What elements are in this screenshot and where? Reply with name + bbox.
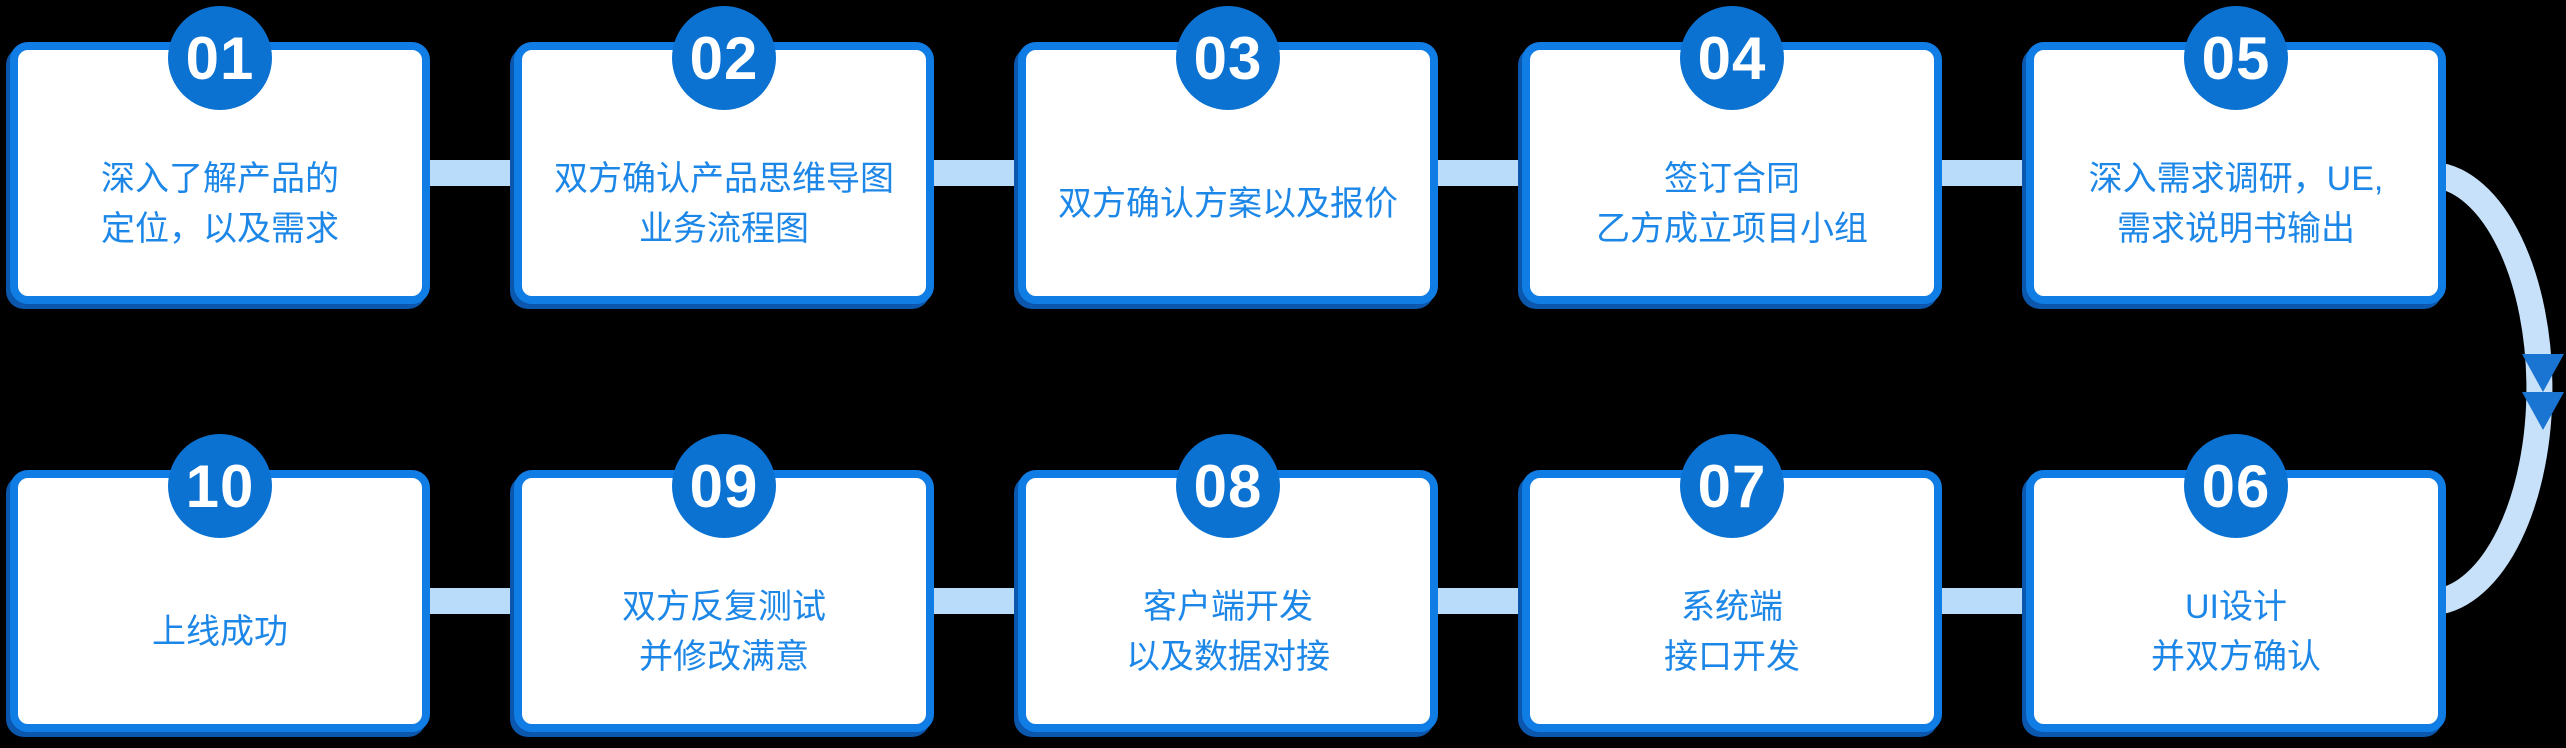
step-card-03: 03 双方确认方案以及报价 xyxy=(1018,6,1438,304)
step-badge: 06 xyxy=(2184,434,2288,538)
step-card-08: 08 客户端开发 以及数据对接 xyxy=(1018,434,1438,732)
step-badge: 04 xyxy=(1680,6,1784,110)
step-card-06: 06 UI设计 并双方确认 xyxy=(2026,434,2446,732)
step-badge: 08 xyxy=(1176,434,1280,538)
connector-step1-step2 xyxy=(420,160,516,186)
connector-step2-step3 xyxy=(924,160,1020,186)
step-label: 双方确认产品思维导图 业务流程图 xyxy=(554,160,894,248)
step-badge: 09 xyxy=(672,434,776,538)
step-card-10: 10 上线成功 xyxy=(10,434,430,732)
step-number: 04 xyxy=(1697,24,1767,92)
step-label: UI设计 并双方确认 xyxy=(2151,588,2321,676)
step-number: 06 xyxy=(2201,452,2271,520)
step-label: 双方确认方案以及报价 xyxy=(1058,185,1398,223)
step-label: 签订合同 乙方成立项目小组 xyxy=(1596,160,1868,248)
connector-step10-step9 xyxy=(420,588,516,614)
step-card-09: 09 双方反复测试 并修改满意 xyxy=(514,434,934,732)
step-badge: 10 xyxy=(168,434,272,538)
step-number: 09 xyxy=(689,452,759,520)
arrow-down-icon xyxy=(2522,354,2564,392)
step-label: 深入需求调研，UE, 需求说明书输出 xyxy=(2088,160,2384,248)
step-number: 01 xyxy=(185,24,255,92)
step-card-02: 02 双方确认产品思维导图 业务流程图 xyxy=(514,6,934,304)
step-card-05: 05 深入需求调研，UE, 需求说明书输出 xyxy=(2026,6,2446,304)
step-badge: 01 xyxy=(168,6,272,110)
step-number: 07 xyxy=(1697,452,1767,520)
step-card-04: 04 签订合同 乙方成立项目小组 xyxy=(1522,6,1942,304)
step-number: 10 xyxy=(185,452,255,520)
step-label: 客户端开发 以及数据对接 xyxy=(1126,588,1330,676)
step-number: 03 xyxy=(1193,24,1263,92)
step-label: 深入了解产品的 定位，以及需求 xyxy=(101,160,339,248)
connector-step8-step7 xyxy=(1428,588,1524,614)
step-label: 上线成功 xyxy=(152,613,288,651)
connector-step3-step4 xyxy=(1428,160,1524,186)
step-label: 双方反复测试 并修改满意 xyxy=(622,588,826,676)
step-number: 05 xyxy=(2201,24,2271,92)
step-card-07: 07 系统端 接口开发 xyxy=(1522,434,1942,732)
connector-step9-step8 xyxy=(924,588,1020,614)
step-card-01: 01 深入了解产品的 定位，以及需求 xyxy=(10,6,430,304)
arrow-down-icon xyxy=(2522,392,2564,430)
step-badge: 05 xyxy=(2184,6,2288,110)
step-number: 08 xyxy=(1193,452,1263,520)
step-number: 02 xyxy=(689,24,759,92)
return-arc-path xyxy=(2433,162,2553,615)
step-badge: 07 xyxy=(1680,434,1784,538)
connector-step7-step6 xyxy=(1932,588,2028,614)
step-label: 系统端 接口开发 xyxy=(1664,588,1800,676)
step-badge: 02 xyxy=(672,6,776,110)
step-badge: 03 xyxy=(1176,6,1280,110)
connector-step4-step5 xyxy=(1932,160,2028,186)
